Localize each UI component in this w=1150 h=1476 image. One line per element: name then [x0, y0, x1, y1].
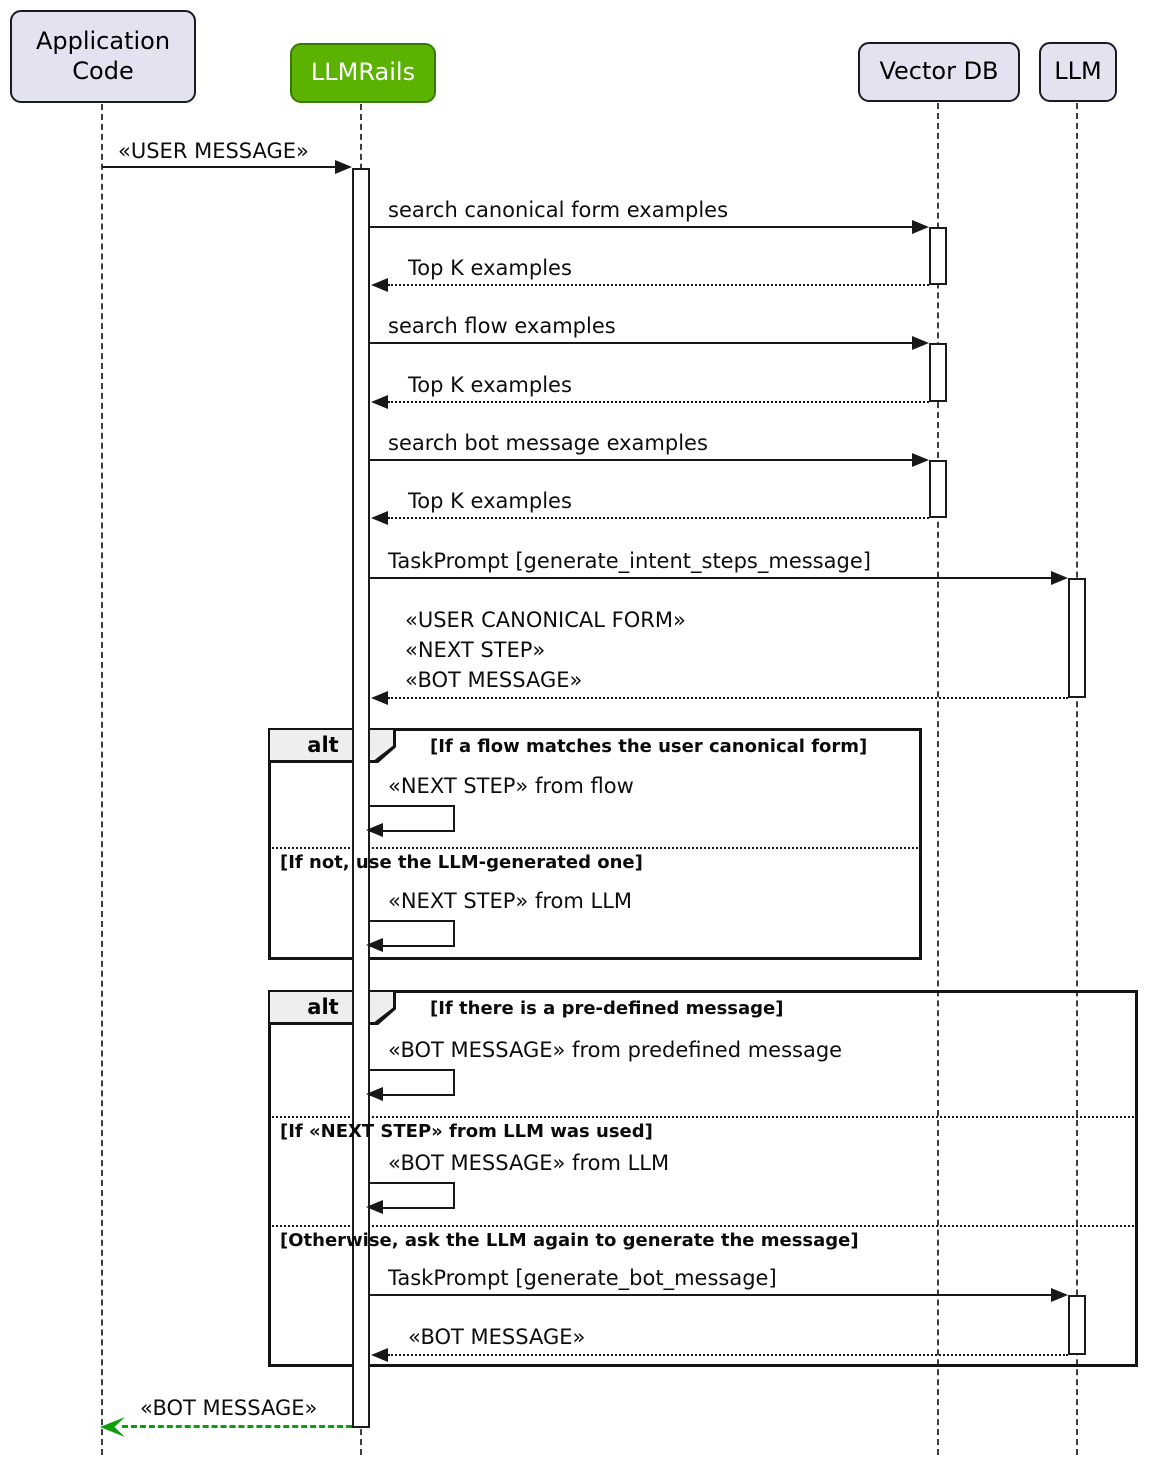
msg-search-canonical-label: search canonical form examples	[388, 198, 729, 222]
msg-user-message-line	[102, 166, 336, 168]
lifeline-llm	[1076, 103, 1078, 1455]
alt1-guard-1: [If a flow matches the user canonical fo…	[430, 736, 868, 757]
msg-intent-return-line2: «NEXT STEP»	[405, 638, 546, 662]
msg-taskprompt-intent-arrowhead	[1051, 571, 1068, 585]
participant-llmrails: LLMRails	[290, 43, 436, 103]
alt2-operator-tab: alt	[268, 990, 396, 1025]
msg-bot-predefined-loop	[370, 1069, 455, 1096]
msg-final-bot-line	[122, 1425, 352, 1428]
msg-bot-predefined-label: «BOT MESSAGE» from predefined message	[388, 1038, 843, 1062]
activation-vectordb-1	[929, 227, 947, 285]
msg-next-step-flow-loop	[370, 805, 455, 832]
msg-next-step-flow-arrowhead	[366, 823, 383, 837]
msg-topk3-arrowhead	[371, 511, 388, 525]
alt2-divider-1	[268, 1116, 1138, 1118]
msg-bot-return-label: «BOT MESSAGE»	[408, 1325, 586, 1349]
msg-bot-predefined-arrowhead	[366, 1087, 383, 1101]
msg-next-step-llm-loop	[370, 920, 455, 947]
msg-topk2-line	[388, 401, 929, 403]
lifeline-vector-db	[937, 103, 939, 1455]
alt-frame-message-source	[268, 990, 1138, 1367]
alt2-guard-1: [If there is a pre-defined message]	[430, 998, 784, 1019]
msg-topk2-label: Top K examples	[408, 373, 572, 397]
msg-search-flow-arrowhead	[912, 336, 929, 350]
msg-topk1-arrowhead	[371, 278, 388, 292]
alt1-tab-fill	[270, 730, 393, 760]
msg-bot-return-arrowhead	[371, 1348, 388, 1362]
msg-search-flow-label: search flow examples	[388, 314, 616, 338]
activation-llmrails	[352, 168, 370, 1428]
activation-llm-1	[1068, 578, 1086, 698]
msg-next-step-flow-label: «NEXT STEP» from flow	[388, 774, 634, 798]
alt1-operator-label: alt	[307, 733, 339, 757]
participant-application-code: Application Code	[10, 10, 196, 103]
msg-bot-from-llm-arrowhead	[366, 1200, 383, 1214]
msg-bot-from-llm-loop	[370, 1182, 455, 1209]
msg-bot-return-line	[388, 1354, 1068, 1356]
msg-bot-from-llm-label: «BOT MESSAGE» from LLM	[388, 1151, 670, 1175]
msg-search-bot-line	[370, 459, 913, 461]
msg-taskprompt-bot-arrowhead	[1051, 1288, 1068, 1302]
msg-intent-return-line3: «BOT MESSAGE»	[405, 668, 583, 692]
msg-user-message-label: «USER MESSAGE»	[118, 139, 309, 163]
activation-llm-2	[1068, 1295, 1086, 1355]
msg-intent-return-arrowhead	[371, 691, 388, 705]
participant-llmrails-label: LLMRails	[310, 58, 416, 87]
participant-llm: LLM	[1039, 42, 1117, 102]
alt2-guard-2: [If «NEXT STEP» from LLM was used]	[280, 1121, 653, 1142]
alt1-divider	[268, 847, 922, 849]
alt2-tab-fill	[270, 992, 393, 1022]
msg-search-bot-arrowhead	[912, 453, 929, 467]
msg-intent-return-line	[388, 697, 1068, 699]
participant-vector-db: Vector DB	[858, 42, 1020, 102]
msg-taskprompt-bot-label: TaskPrompt [generate_bot_message]	[388, 1266, 777, 1290]
msg-next-step-llm-label: «NEXT STEP» from LLM	[388, 889, 633, 913]
msg-final-bot-label: «BOT MESSAGE»	[140, 1396, 318, 1420]
msg-taskprompt-intent-label: TaskPrompt [generate_intent_steps_messag…	[388, 549, 871, 573]
participant-llm-label: LLM	[1054, 57, 1102, 86]
msg-topk1-line	[388, 284, 929, 286]
msg-topk3-label: Top K examples	[408, 489, 572, 513]
msg-search-flow-line	[370, 342, 913, 344]
activation-vectordb-3	[929, 460, 947, 518]
msg-user-message-arrowhead	[335, 160, 352, 174]
alt1-guard-2: [If not, use the LLM-generated one]	[280, 852, 643, 873]
lifeline-application-code	[101, 104, 103, 1455]
msg-intent-return-line1: «USER CANONICAL FORM»	[405, 608, 686, 632]
alt1-operator-tab: alt	[268, 728, 396, 763]
msg-intent-return-label: «USER CANONICAL FORM» «NEXT STEP» «BOT M…	[405, 605, 686, 695]
alt2-guard-3: [Otherwise, ask the LLM again to generat…	[280, 1230, 859, 1251]
participant-application-code-label: Application Code	[35, 27, 171, 85]
alt2-divider-2	[268, 1225, 1138, 1227]
msg-taskprompt-intent-line	[370, 577, 1052, 579]
msg-search-canonical-line	[370, 226, 913, 228]
msg-search-canonical-arrowhead	[912, 220, 929, 234]
msg-next-step-llm-arrowhead	[366, 938, 383, 952]
msg-taskprompt-bot-line	[370, 1294, 1052, 1296]
msg-search-bot-label: search bot message examples	[388, 431, 708, 455]
alt-frame-flow-match	[268, 728, 922, 960]
msg-topk2-arrowhead	[371, 395, 388, 409]
msg-topk1-label: Top K examples	[408, 256, 572, 280]
activation-vectordb-2	[929, 343, 947, 402]
alt2-operator-label: alt	[307, 995, 339, 1019]
msg-topk3-line	[388, 517, 929, 519]
participant-vector-db-label: Vector DB	[879, 57, 999, 86]
